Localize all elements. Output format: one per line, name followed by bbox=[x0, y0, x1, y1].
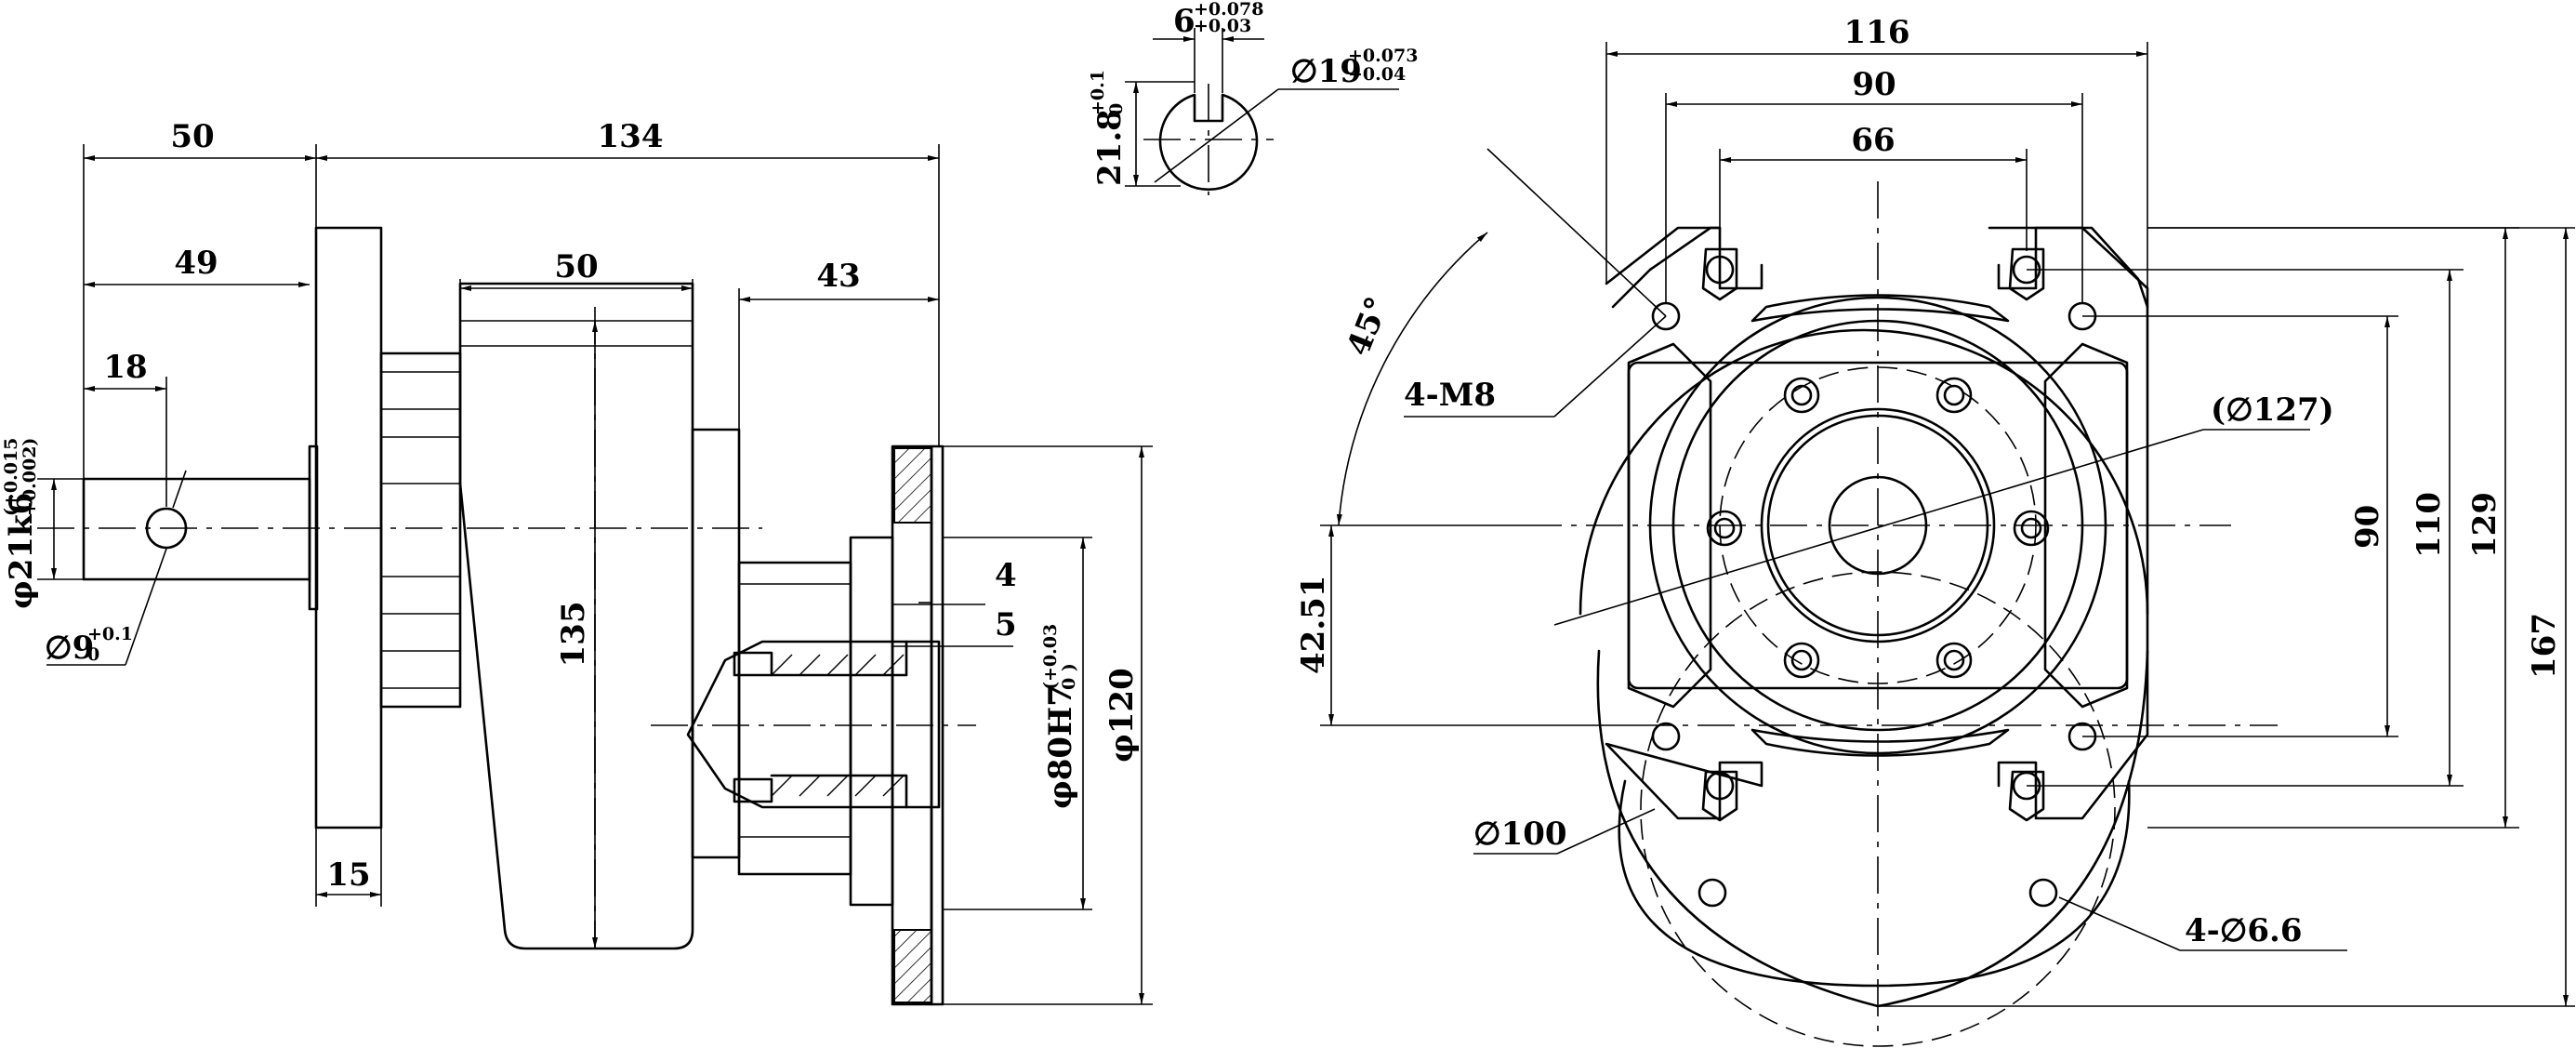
key-depth-tol-lower: 0 bbox=[1106, 103, 1127, 115]
dim-135: 135 bbox=[555, 602, 592, 668]
dim-134: 134 bbox=[598, 118, 664, 155]
input-shaft bbox=[37, 477, 762, 581]
hole-dia-label: ∅9 bbox=[45, 630, 94, 667]
shaft-tol-lower: +0.002) bbox=[20, 438, 40, 516]
output-sleeve bbox=[651, 640, 976, 809]
dim-50-body: 50 bbox=[554, 248, 598, 285]
bolt-holes bbox=[1706, 377, 2050, 679]
dim-50-top: 50 bbox=[170, 118, 214, 155]
key-tol-lower: +0.03 bbox=[1194, 16, 1251, 36]
keyway-bore-tol-upper: +0.073 bbox=[1348, 46, 1418, 66]
dim-5: 5 bbox=[995, 606, 1017, 643]
dim-49: 49 bbox=[174, 245, 218, 282]
bore-dia-label: φ80H7 bbox=[1042, 684, 1079, 809]
keyway-view: 6 +0.078 +0.03 ∅19 +0.073 +0.04 21.8 +0.… bbox=[1088, 0, 1418, 195]
side-dimensions: 50 134 49 18 50 43 135 15 bbox=[1, 118, 1153, 1005]
keyway-bore-dia: ∅19 bbox=[1290, 53, 1362, 90]
dim-4: 4 bbox=[995, 557, 1017, 594]
dim-42-51: 42.51 bbox=[1295, 576, 1332, 674]
key-width-label: 6 bbox=[1173, 3, 1196, 40]
side-view: 50 134 49 18 50 43 135 15 bbox=[1, 118, 1153, 1006]
dim-90-v: 90 bbox=[2349, 505, 2386, 549]
dim-116: 116 bbox=[1844, 14, 1910, 51]
key-depth-label: 21.8 bbox=[1091, 109, 1129, 186]
pcd-callout: (∅127) bbox=[2211, 391, 2334, 429]
dim-43: 43 bbox=[816, 258, 860, 295]
front-dimensions: 116 90 66 45° 4-M8 (∅127) bbox=[1295, 14, 2575, 1007]
output-housing bbox=[691, 428, 945, 1006]
dim-110: 110 bbox=[2411, 492, 2448, 558]
key-tol-upper: +0.078 bbox=[1194, 0, 1263, 20]
dim-18: 18 bbox=[103, 349, 147, 386]
hole-tol-lower: 0 bbox=[87, 644, 99, 665]
flange-dia-label: φ120 bbox=[1103, 668, 1141, 763]
dim-66: 66 bbox=[1851, 122, 1895, 159]
dim-15: 15 bbox=[326, 856, 370, 894]
dim-90-h: 90 bbox=[1852, 66, 1896, 103]
dim-167: 167 bbox=[2526, 613, 2563, 679]
shaft-tol-upper: (+0.015 bbox=[1, 438, 21, 516]
bore-tol-lower: 0 ) bbox=[1059, 663, 1079, 690]
key-depth-tol-upper: +0.1 bbox=[1088, 70, 1108, 115]
angle-label: 45° bbox=[1340, 292, 1396, 362]
hole-tol-upper: +0.1 bbox=[87, 624, 133, 644]
shaft-dia-label: φ21k6 bbox=[3, 493, 40, 609]
keyway-bore-tol-lower: +0.04 bbox=[1348, 64, 1406, 85]
hole-callout: 4-∅6.6 bbox=[2185, 912, 2303, 949]
front-view: 116 90 66 45° 4-M8 (∅127) bbox=[1295, 14, 2575, 1047]
bore-tol-upper: (+0.03 bbox=[1040, 624, 1061, 690]
dim-129: 129 bbox=[2466, 492, 2503, 558]
thread-callout: 4-M8 bbox=[1404, 377, 1496, 414]
spacer-column bbox=[379, 352, 462, 709]
circle-callout: ∅100 bbox=[1473, 816, 1567, 853]
